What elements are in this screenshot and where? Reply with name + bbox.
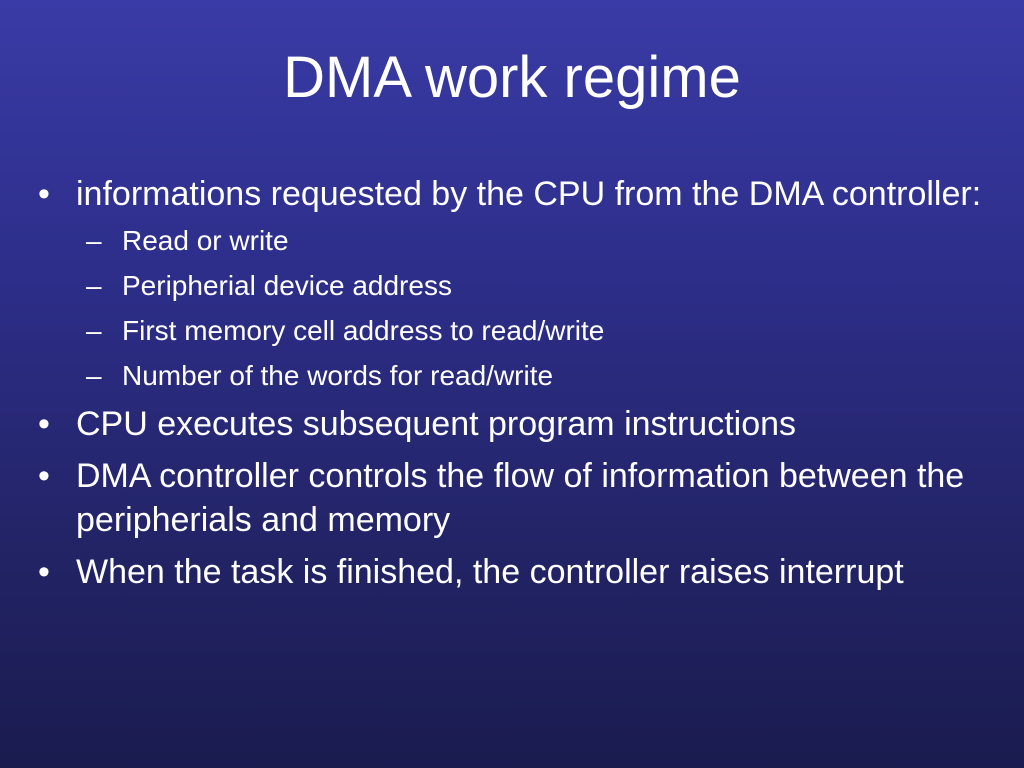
sub-item-text: First memory cell address to read/write <box>122 315 605 346</box>
sub-marker: – <box>86 270 102 301</box>
bullet-marker: • <box>38 553 50 591</box>
bullet-text: CPU executes subsequent program instruct… <box>76 405 797 443</box>
sub-item: – Number of the words for read/write <box>28 353 988 398</box>
sub-item-text: Number of the words for read/write <box>122 360 554 391</box>
spacer <box>28 542 988 550</box>
slide-title: DMA work regime <box>283 45 741 110</box>
bullet-text: informations requested by the CPU from t… <box>76 175 982 213</box>
sub-marker: – <box>86 360 102 391</box>
bullet-marker: • <box>38 457 50 495</box>
bullet-marker: • <box>38 405 50 443</box>
bullet-text: When the task is finished, the controlle… <box>76 553 904 591</box>
bullet-item: • When the task is finished, the control… <box>28 550 988 594</box>
sub-item: – Peripherial device address <box>28 263 988 308</box>
slide-content: • informations requested by the CPU from… <box>28 172 988 594</box>
sub-marker: – <box>86 315 102 346</box>
spacer <box>28 446 988 454</box>
bullet-item: • DMA controller controls the flow of in… <box>28 454 988 542</box>
sub-item-text: Peripherial device address <box>122 270 452 301</box>
bullet-item: • informations requested by the CPU from… <box>28 172 988 216</box>
bullet-item: • CPU executes subsequent program instru… <box>28 402 988 446</box>
sub-item-text: Read or write <box>122 225 289 256</box>
sub-item: – First memory cell address to read/writ… <box>28 308 988 353</box>
sub-marker: – <box>86 225 102 256</box>
sub-list: – Read or write – Peripherial device add… <box>28 218 988 398</box>
bullet-marker: • <box>38 175 50 213</box>
sub-item: – Read or write <box>28 218 988 263</box>
bullet-text: DMA controller controls the flow of info… <box>76 457 965 539</box>
